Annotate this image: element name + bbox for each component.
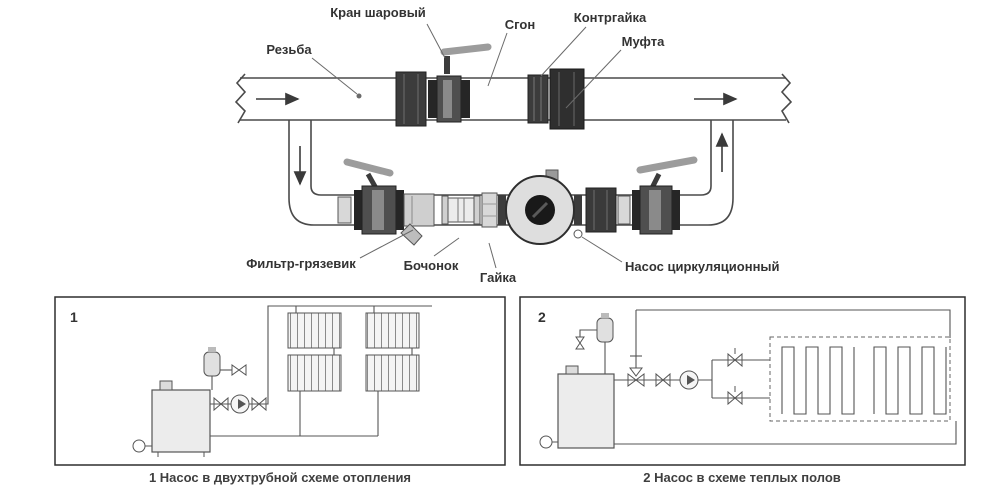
label-nut: Гайка (480, 242, 517, 285)
label-thread: Резьба (266, 42, 362, 99)
radiator-2 (365, 312, 420, 349)
pipe-coupling-left (395, 71, 427, 127)
scheme-2: 2 (519, 296, 966, 485)
bypass-pipe (288, 120, 734, 226)
shutoff-valve-1b (251, 396, 267, 412)
coupling-right-bypass (585, 187, 617, 233)
scheme-2-number: 2 (538, 309, 546, 325)
boiler-1 (132, 380, 211, 457)
ball-valve-label: Кран шаровый (330, 5, 426, 20)
union-nut-left (337, 196, 352, 224)
strainer-fitting (400, 193, 435, 246)
boiler-2 (539, 365, 615, 449)
label-circulation-pump: Насос циркуляционный (573, 229, 780, 274)
thread-label: Резьба (266, 42, 312, 57)
scheme-1-frame (54, 296, 506, 466)
barrel-nipple-label: Бочонок (404, 258, 459, 273)
circulation-pump-label: Насос циркуляционный (625, 259, 780, 274)
scheme-1-caption: 1 Насос в двухтрубной схеме отопления (149, 470, 411, 485)
mixing-valve-2 (627, 367, 645, 387)
barrel-nipple-fitting (441, 195, 481, 225)
floor-coil-1 (781, 346, 855, 415)
expansion-tank-2 (596, 313, 614, 343)
manifold-valve-supply (727, 348, 743, 368)
scheme-2-caption: 2 Насос в схеме теплых полов (643, 470, 841, 485)
manifold-valve-return (727, 386, 743, 406)
pump-symbol-2 (679, 370, 699, 390)
label-barrel-nipple: Бочонок (404, 237, 460, 273)
scheme-1-number: 1 (70, 309, 78, 325)
ball-valve-top (428, 43, 492, 123)
pump-symbol-1 (230, 394, 250, 414)
nut-fitting (481, 192, 498, 228)
valve-handle (440, 43, 492, 56)
expansion-tank-1 (203, 347, 221, 377)
floor-coil-2 (873, 346, 947, 415)
label-coupling: Муфта (565, 34, 665, 109)
locknut-fitting (527, 74, 549, 124)
valve-handle (636, 156, 698, 174)
label-locknut: Контргайка (540, 10, 647, 77)
burner-2 (539, 435, 553, 449)
scheme-1: 1 (54, 296, 506, 485)
safety-valve-1 (231, 364, 247, 376)
shutoff-valve-1a (213, 396, 229, 412)
floor-heating-zone (769, 336, 951, 422)
label-union-nipple: Сгон (487, 17, 535, 87)
strainer-label: Фильтр-грязевик (246, 256, 356, 271)
supply-pipe (234, 73, 793, 124)
locknut-label: Контргайка (574, 10, 647, 25)
nut-label: Гайка (480, 270, 517, 285)
valve-handle (343, 158, 394, 177)
radiator-4 (365, 354, 420, 392)
coupling-label: Муфта (622, 34, 665, 49)
shutoff-valve-2a (655, 372, 671, 388)
safety-group-2 (575, 336, 585, 350)
ball-valve-left (343, 158, 404, 235)
circulation-pump (498, 169, 582, 245)
coupling-fitting (549, 68, 585, 130)
label-strainer: Фильтр-грязевик (246, 229, 414, 271)
radiator-3 (287, 354, 342, 392)
label-ball-valve: Кран шаровый (330, 5, 446, 59)
radiator-1 (287, 312, 342, 349)
burner-1 (132, 439, 146, 453)
ball-valve-right (632, 156, 698, 235)
union-nut-right (617, 195, 631, 225)
union-nipple-label: Сгон (505, 17, 535, 32)
